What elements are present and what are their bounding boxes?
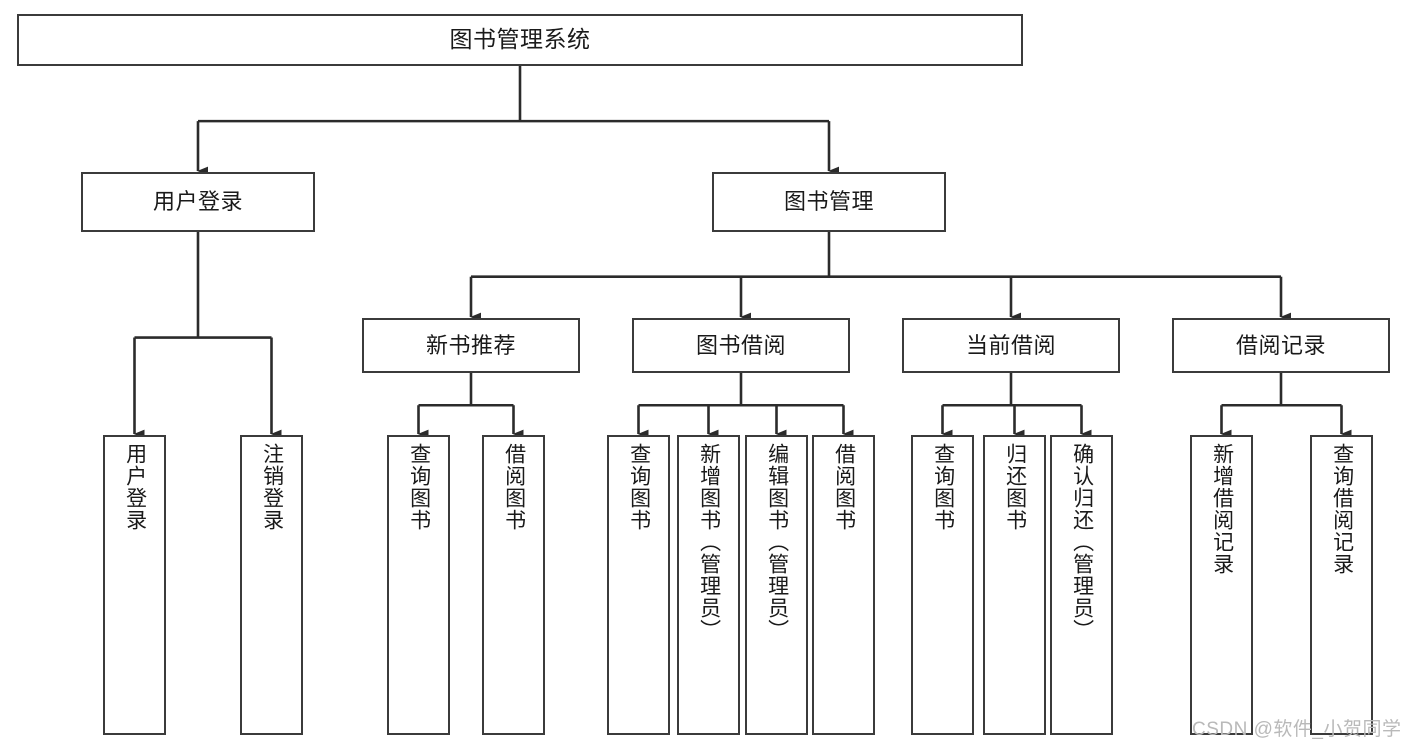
node-user-login[interactable]: 用户登录 (81, 172, 315, 232)
node-label-leaf-edit-book: 编辑图书（管理员） (765, 443, 789, 641)
node-label-leaf-return-book: 归还图书 (1003, 443, 1027, 531)
node-leaf-query-book-3[interactable]: 查询图书 (911, 435, 974, 735)
node-label-leaf-query-book-1: 查询图书 (407, 443, 431, 531)
node-book-borrow[interactable]: 图书借阅 (632, 318, 850, 373)
node-leaf-add-book[interactable]: 新增图书（管理员） (677, 435, 740, 735)
csdn-watermark: CSDN @软件_小贺同学 (1192, 719, 1402, 740)
node-label-leaf-user-logout: 注销登录 (260, 443, 284, 531)
node-label-leaf-borrow-book-2: 借阅图书 (832, 443, 856, 531)
node-leaf-return-book[interactable]: 归还图书 (983, 435, 1046, 735)
node-label-book-manage: 图书管理 (783, 189, 874, 215)
node-label-root: 图书管理系统 (449, 26, 591, 53)
node-label-current-borrow: 当前借阅 (965, 332, 1056, 358)
node-label-user-login: 用户登录 (152, 189, 243, 215)
node-leaf-borrow-book-1[interactable]: 借阅图书 (482, 435, 545, 735)
node-label-leaf-query-book-3: 查询图书 (931, 443, 955, 531)
node-borrow-record[interactable]: 借阅记录 (1172, 318, 1390, 373)
node-label-book-borrow: 图书借阅 (695, 332, 786, 358)
node-leaf-add-borrow-record[interactable]: 新增借阅记录 (1190, 435, 1253, 735)
node-book-manage[interactable]: 图书管理 (712, 172, 946, 232)
node-label-leaf-add-borrow-record: 新增借阅记录 (1210, 443, 1234, 575)
node-label-leaf-query-borrow-record: 查询借阅记录 (1330, 443, 1354, 575)
node-label-leaf-add-book: 新增图书（管理员） (697, 443, 721, 641)
node-leaf-user-login[interactable]: 用户登录 (103, 435, 166, 735)
node-leaf-edit-book[interactable]: 编辑图书（管理员） (745, 435, 808, 735)
node-label-new-book-recommend: 新书推荐 (425, 332, 516, 358)
node-current-borrow[interactable]: 当前借阅 (902, 318, 1120, 373)
node-leaf-query-book-2[interactable]: 查询图书 (607, 435, 670, 735)
node-leaf-user-logout[interactable]: 注销登录 (240, 435, 303, 735)
node-new-book-recommend[interactable]: 新书推荐 (362, 318, 580, 373)
node-root[interactable]: 图书管理系统 (17, 14, 1023, 66)
node-label-borrow-record: 借阅记录 (1235, 332, 1326, 358)
node-leaf-query-book-1[interactable]: 查询图书 (387, 435, 450, 735)
node-leaf-query-borrow-record[interactable]: 查询借阅记录 (1310, 435, 1373, 735)
node-label-leaf-query-book-2: 查询图书 (627, 443, 651, 531)
node-label-leaf-user-login: 用户登录 (123, 443, 147, 531)
node-label-leaf-borrow-book-1: 借阅图书 (502, 443, 526, 531)
node-label-leaf-confirm-return: 确认归还（管理员） (1070, 443, 1094, 641)
node-leaf-borrow-book-2[interactable]: 借阅图书 (812, 435, 875, 735)
node-leaf-confirm-return[interactable]: 确认归还（管理员） (1050, 435, 1113, 735)
